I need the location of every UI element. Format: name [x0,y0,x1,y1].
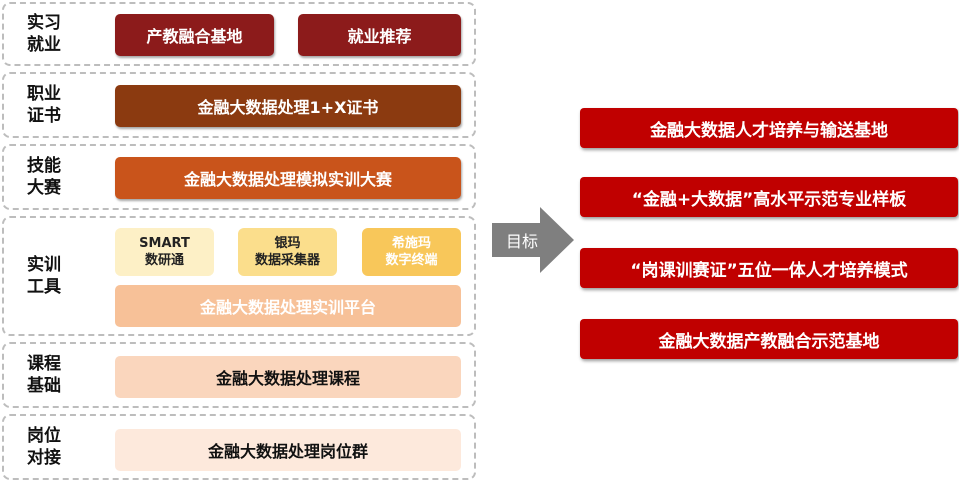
tool-digital-terminal: 希施玛 数字终端 [362,228,461,276]
goal-training-mode: “岗课训赛证”五位一体人才培养模式 [580,248,958,288]
goal-talent-base: 金融大数据人才培养与输送基地 [580,108,958,148]
tier-label-jobs: 岗位 对接 [27,426,61,468]
tier-label-course: 课程 基础 [27,354,61,396]
tier-label-tools: 实训 工具 [27,255,61,297]
box-processing-course: 金融大数据处理课程 [115,356,461,398]
box-job-cluster: 金融大数据处理岗位群 [115,429,461,471]
tool-smart: SMART 数研通 [115,228,214,276]
goal-demo-base: 金融大数据产教融合示范基地 [580,319,958,359]
tier-label-internship: 实习 就业 [27,13,61,55]
tier-label-certificate: 职业 证书 [27,84,61,126]
tool-data-collector: 银玛 数据采集器 [238,228,337,276]
arrow-label: 目标 [505,232,538,251]
box-employment-recommendation: 就业推荐 [298,14,461,56]
box-training-platform: 金融大数据处理实训平台 [115,285,461,327]
tier-label-competition: 技能 大赛 [27,156,61,198]
box-industry-education-base: 产教融合基地 [115,14,274,56]
box-1x-certificate: 金融大数据处理1+X证书 [115,85,461,127]
goal-model-major: “金融+大数据”高水平示范专业样板 [580,177,958,217]
box-simulation-competition: 金融大数据处理模拟实训大赛 [115,157,461,199]
goal-arrow-icon [492,207,574,273]
